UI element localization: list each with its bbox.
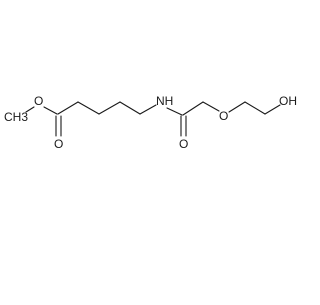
bond-ch2-ch2 <box>244 101 266 115</box>
bond-amide-c-ch2 <box>182 101 204 116</box>
bond-methyl-ester-o <box>25 106 35 113</box>
atom-label-ester-carbonyl-o: O <box>54 137 63 151</box>
bond-n-amide-c <box>166 107 183 116</box>
atom-label-hydroxyl: OH <box>279 94 297 108</box>
bond-c3-c4 <box>98 101 121 115</box>
bond-c2-c3 <box>77 101 100 115</box>
atom-label-amide-n: NH <box>156 94 173 108</box>
bond-ch2-ether-o <box>202 101 220 112</box>
structure-canvas: CH3 O O NH O O OH <box>4 94 297 151</box>
bond-ester-o-carbonyl-c <box>43 106 58 115</box>
atom-label-ether-o: O <box>219 109 228 123</box>
molecule-diagram: CH3 O O NH O O OH <box>4 94 297 151</box>
bond-c1-c2 <box>57 101 79 115</box>
atom-label-methyl: CH3 <box>4 110 28 124</box>
bond-ether-o-ch2 <box>228 101 246 113</box>
atom-label-amide-carbonyl-o: O <box>179 137 188 151</box>
bond-c5-n <box>139 104 157 115</box>
bond-ch2-oh <box>264 104 281 115</box>
atom-label-ester-o: O <box>34 94 43 108</box>
bond-c4-c5 <box>119 101 141 115</box>
